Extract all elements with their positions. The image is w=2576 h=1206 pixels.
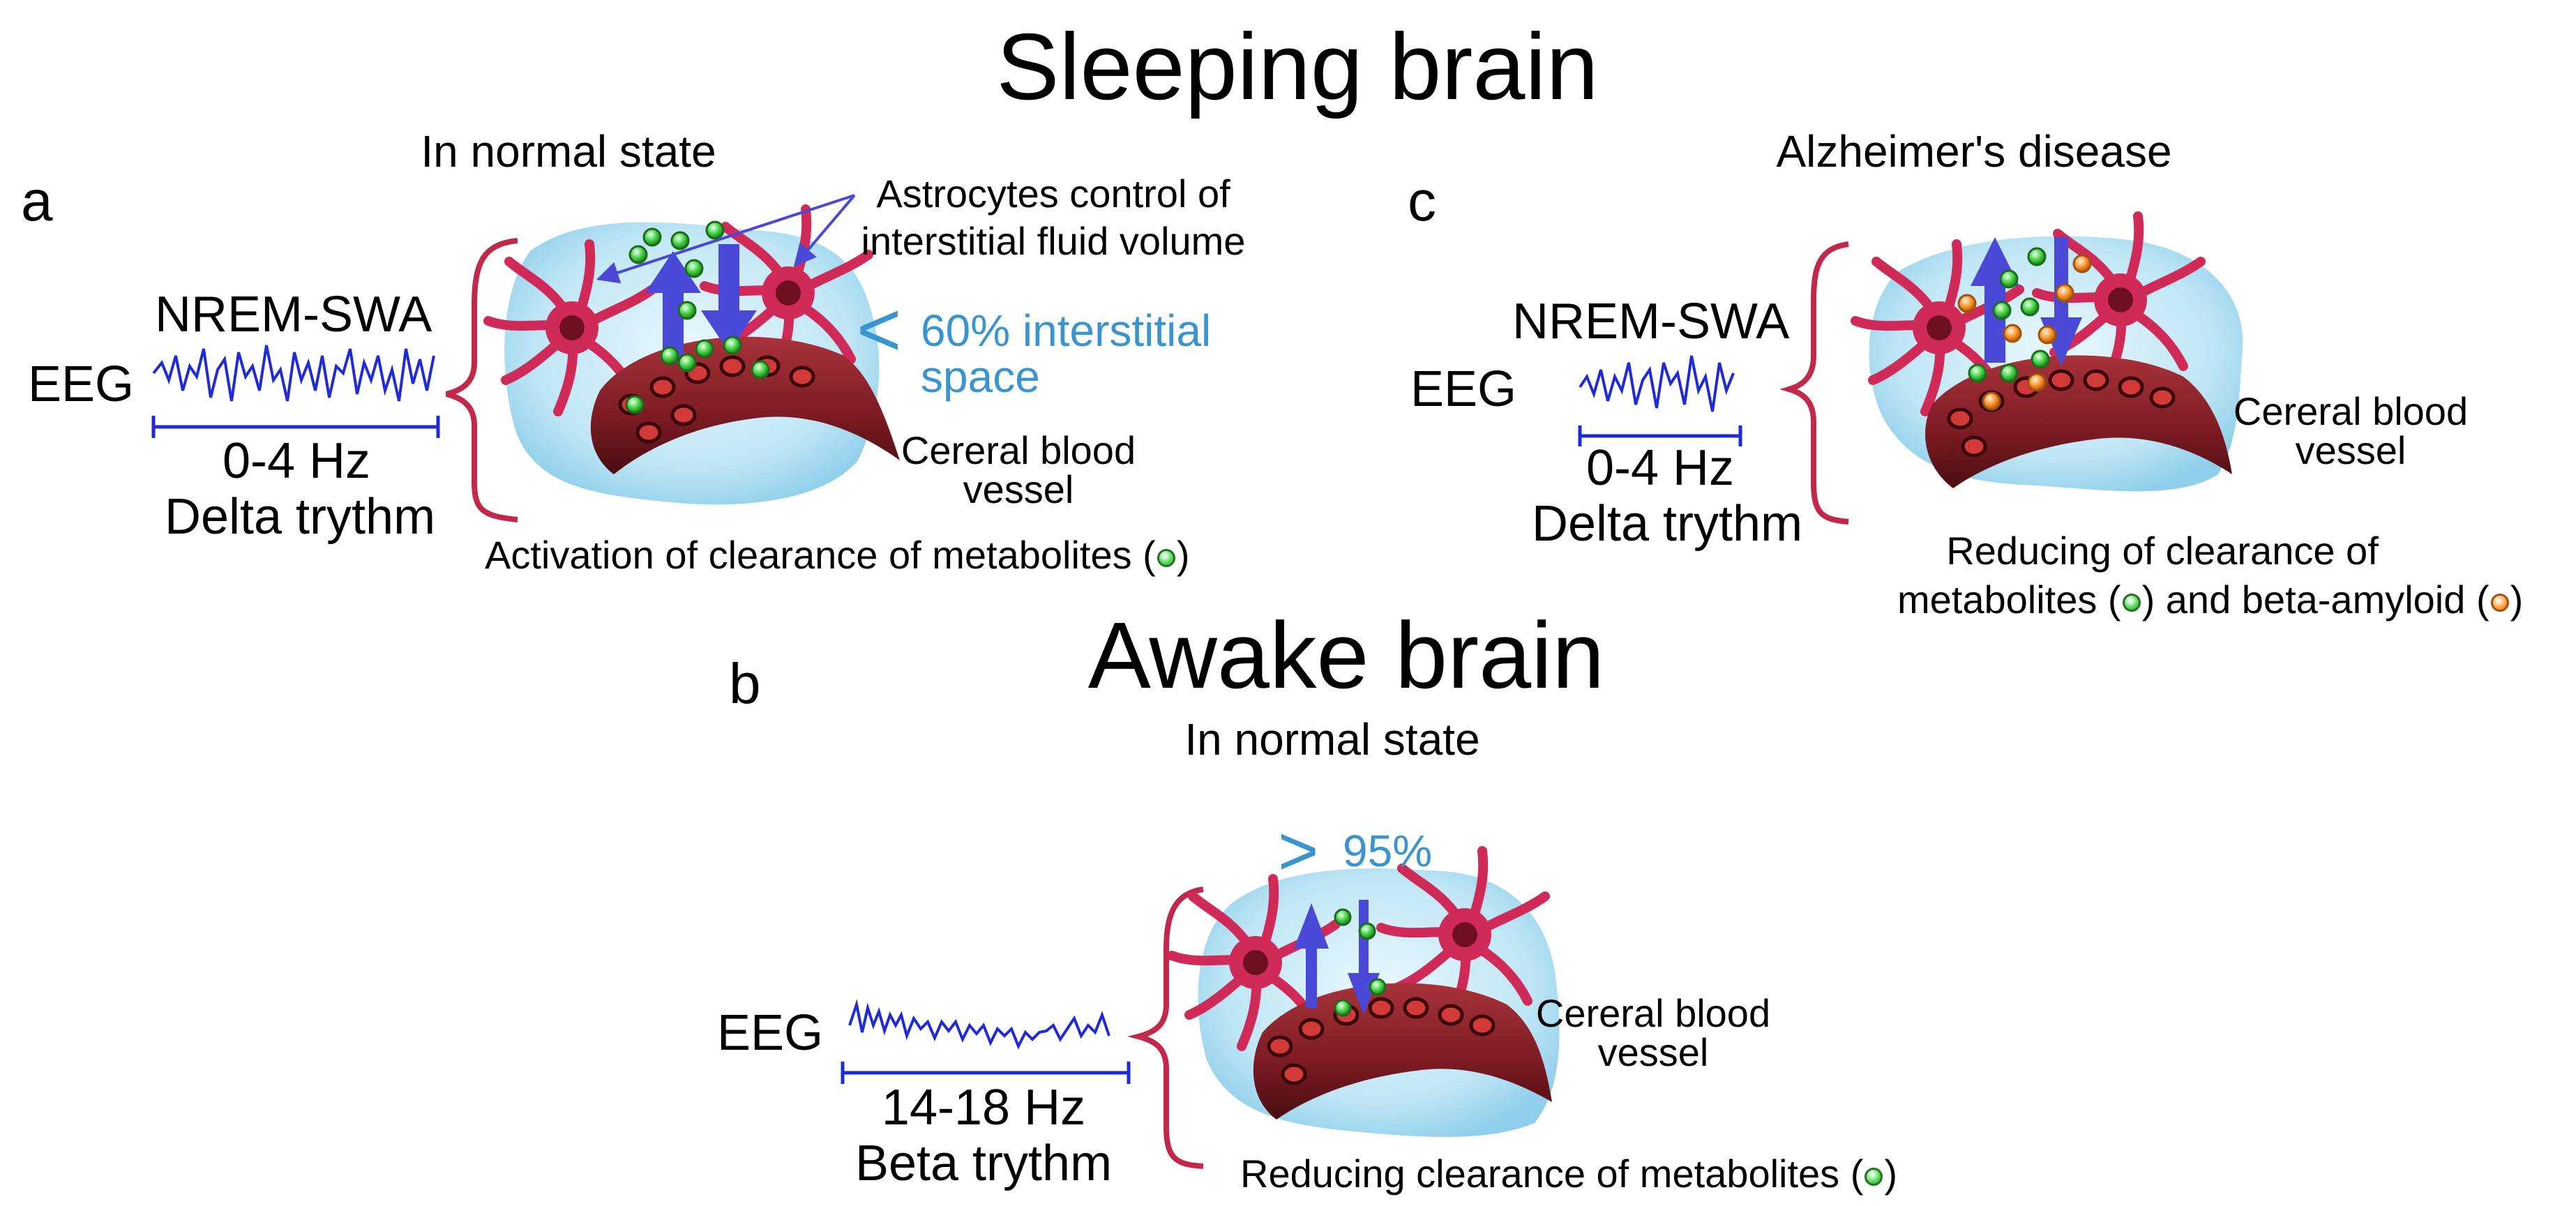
panel-a-subtitle: In normal state — [421, 126, 716, 176]
panel-a-less-than-symbol: < — [857, 287, 902, 372]
panel-letter-b: b — [729, 652, 761, 716]
curly-brace-icon — [1127, 887, 1204, 1169]
panel-b-caption: Reducing clearance of metabolites () — [1240, 1154, 1897, 1193]
panel-a-vessel-line1: Cereral blood — [901, 428, 1136, 472]
panel-a-interstitial-line1: 60% interstitial — [921, 306, 1212, 356]
panel-a-rhythm: Delta trythm — [164, 489, 436, 545]
panel-b-greater-than-symbol: > — [1278, 812, 1319, 890]
panel-a-eeg-label: EEG — [28, 356, 135, 412]
panel-letter-a: a — [21, 169, 53, 233]
panel-c-caption-line2: metabolites ( ) and beta-amyloid () — [1897, 580, 2523, 619]
panel-a-interstitial-line2: space — [921, 352, 1040, 402]
panel-a-vessel-line2: vessel — [963, 467, 1074, 511]
panel-b-vessel-line2: vessel — [1597, 1030, 1709, 1074]
curly-brace-icon — [445, 238, 518, 522]
panel-a-astrocytes-line1: Astrocytes control of — [876, 172, 1230, 216]
panel-a-caption-post: ) — [1176, 533, 1190, 577]
panel-c-rhythm: Delta trythm — [1531, 496, 1803, 552]
panel-a-wave-label: NREM-SWA — [155, 287, 432, 342]
panel-c-subtitle: Alzheimer's disease — [1776, 126, 2172, 176]
panel-c-caption-mid: ) and beta-amyloid ( — [2141, 578, 2490, 621]
panel-c-vessel-line1: Cereral blood — [2233, 389, 2469, 433]
panel-c-caption-post: ) — [2510, 578, 2524, 621]
panel-b-percent: 95% — [1343, 826, 1433, 876]
panel-c-freq: 0-4 Hz — [1585, 440, 1735, 496]
panel-letter-c: c — [1408, 169, 1436, 233]
panel-a-caption: Activation of clearance of metabolites (… — [485, 536, 1189, 575]
panel-a-freq: 0-4 Hz — [222, 433, 371, 489]
metabolite-dot-icon — [1157, 549, 1175, 568]
metabolite-dot-icon — [1865, 1168, 1883, 1186]
panel-c-caption-pre: metabolites ( — [1897, 578, 2121, 621]
sleeping-brain-title: Sleeping brain — [996, 14, 1599, 119]
panel-b-subtitle: In normal state — [1184, 714, 1480, 764]
panel-c-caption-line1: Reducing of clearance of — [1946, 529, 2379, 573]
panel-c-vessel-line2: vessel — [2295, 428, 2406, 472]
panel-b-rhythm: Beta trythm — [854, 1136, 1113, 1191]
panel-b-caption-post: ) — [1884, 1152, 1898, 1196]
eeg-trace-a — [152, 345, 435, 402]
panel-c-wave-label: NREM-SWA — [1512, 294, 1790, 349]
panel-b-vessel-line1: Cereral blood — [1535, 991, 1771, 1035]
panel-b-freq: 14-18 Hz — [881, 1080, 1086, 1136]
awake-brain-title: Awake brain — [1087, 603, 1605, 708]
metabolite-dot-icon — [2122, 594, 2141, 612]
panel-a-astrocytes-line2: interstitial fluid volume — [861, 219, 1246, 263]
eeg-trace-c — [1579, 355, 1735, 412]
curly-brace-icon — [1779, 241, 1849, 525]
panel-b-eeg-label: EEG — [717, 1005, 824, 1061]
panel-c-eeg-label: EEG — [1410, 361, 1517, 417]
panel-a-caption-pre: Activation of clearance of metabolites ( — [485, 533, 1156, 577]
beta-amyloid-dot-icon — [2490, 594, 2509, 612]
eeg-trace-b — [848, 999, 1110, 1050]
panel-b-caption-pre: Reducing clearance of metabolites ( — [1240, 1152, 1864, 1196]
